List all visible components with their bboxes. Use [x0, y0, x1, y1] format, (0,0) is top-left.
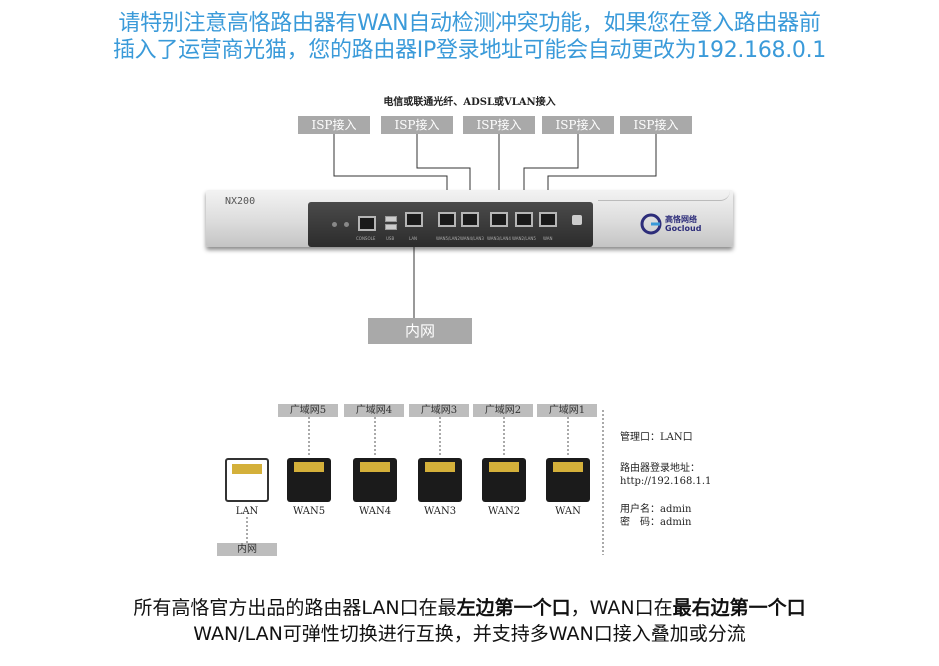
isp-tag-5: ISP接入	[620, 116, 692, 134]
usb-port-1	[385, 216, 397, 222]
router-wan5-port	[438, 212, 456, 227]
port-label-wan3: WAN3	[423, 506, 457, 517]
wan2-port-icon	[482, 458, 526, 502]
wan-port-icon	[546, 458, 590, 502]
wan-tag-1: 广域网1	[537, 404, 597, 417]
wan-dotted-connectors	[246, 410, 604, 555]
router-wan4-port	[461, 212, 479, 227]
rst-button	[332, 222, 337, 227]
wan3-port-icon	[418, 458, 462, 502]
panel-label-wan2: WAN2/LAN5	[512, 236, 536, 241]
gocloud-logo-icon	[640, 213, 662, 235]
footer-line1-right-emphasis: 最右边第一个口	[672, 597, 806, 619]
port-label-lan: LAN	[235, 506, 259, 517]
wan-tag-2: 广域网2	[473, 404, 533, 417]
warning-line-1: 请特别注意高恪路由器有WAN自动检测冲突功能，如果您在登入路由器前	[118, 11, 821, 36]
power-led	[344, 222, 349, 227]
warning-line-2: 插入了运营商光猫，您的路由器IP登录地址可能会自动更改为192.168.0.1	[112, 38, 826, 63]
port-label-wan2: WAN2	[487, 506, 521, 517]
isp-diagram-title: 电信或联通光纤、ADSL或VLAN接入	[383, 97, 556, 108]
power-socket	[572, 215, 582, 225]
router-model-label: NX200	[225, 196, 256, 207]
footer-line1-part-a: 所有高恪官方出品的路由器LAN口在最	[133, 597, 457, 619]
panel-label-wan5: WAN5/LAN2	[436, 236, 460, 241]
inner-network-tag: 内网	[368, 318, 472, 344]
console-port	[358, 216, 376, 231]
isp-tag-1: ISP接入	[298, 116, 370, 134]
wan4-port-icon	[353, 458, 397, 502]
login-address-label: 路由器登录地址：	[620, 463, 700, 474]
router-chassis-curve	[598, 191, 730, 201]
port-label-wan5: WAN5	[292, 506, 326, 517]
isp-tag-2: ISP接入	[381, 116, 453, 134]
footer-line1-part-c: ，WAN口在	[570, 597, 673, 619]
brand-name-cn: 高恪网络	[665, 215, 697, 224]
management-port-info: 管理口：LAN口	[620, 432, 693, 443]
panel-label-lan: LAN	[409, 236, 418, 241]
isp-tag-4: ISP接入	[542, 116, 614, 134]
footer-line-2: WAN/LAN可弹性切换进行互换，并支持多WAN口接入叠加或分流	[193, 623, 746, 645]
footer-line-1: 所有高恪官方出品的路由器LAN口在最左边第一个口，WAN口在最右边第一个口	[0, 596, 939, 620]
port-label-wan: WAN	[555, 506, 581, 517]
router-lan-port	[405, 212, 423, 227]
router-wan3-port	[490, 212, 508, 227]
brand-logo: 高恪网络 Gocloud	[640, 213, 701, 235]
panel-label-wan3: WAN3/LAN4	[487, 236, 511, 241]
username-info: 用户名：admin	[620, 504, 692, 515]
lan-port-icon	[225, 458, 269, 502]
usb-port-2	[385, 224, 397, 230]
password-info: 密 码：admin	[620, 517, 692, 528]
wan-tag-5: 广域网5	[278, 404, 338, 417]
router-wan-port	[539, 212, 557, 227]
footer-line1-left-emphasis: 左边第一个口	[456, 597, 571, 619]
lan-inner-network-tag: 内网	[217, 543, 277, 556]
wan-tag-3: 广域网3	[409, 404, 469, 417]
port-label-wan4: WAN4	[358, 506, 392, 517]
wan5-port-icon	[287, 458, 331, 502]
panel-label-console: CONSOLE	[356, 236, 376, 241]
brand-name-en: Gocloud	[665, 224, 702, 233]
login-address-url: http://192.168.1.1	[620, 476, 712, 487]
wan-tag-4: 广域网4	[344, 404, 404, 417]
panel-label-usb: USB	[386, 236, 395, 241]
panel-label-wan: WAN	[543, 236, 553, 241]
isp-tag-3: ISP接入	[463, 116, 535, 134]
router-wan2-port	[515, 212, 533, 227]
panel-label-wan4: WAN4/LAN3	[460, 236, 484, 241]
